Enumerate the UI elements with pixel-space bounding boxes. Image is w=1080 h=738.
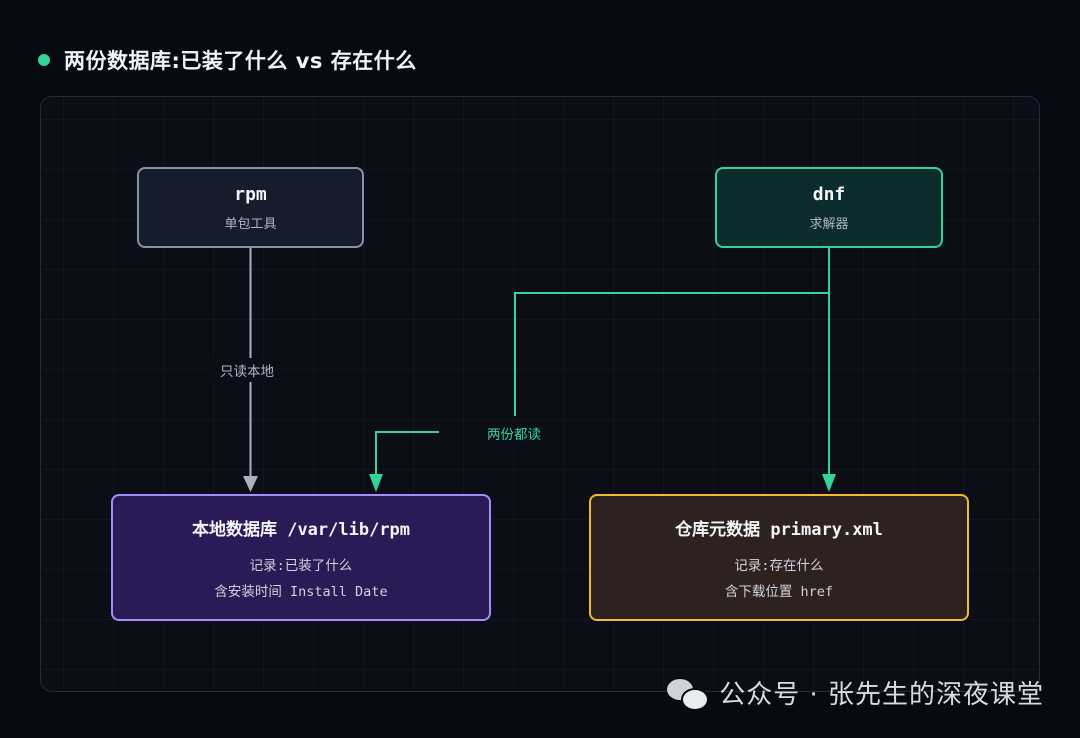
node-dnf-subtitle: 求解器 <box>809 216 849 232</box>
edge-label-dnf-read-both: 两份都读 <box>479 421 549 445</box>
page-title: 两份数据库:已装了什么 vs 存在什么 <box>64 49 417 73</box>
node-rpm-title: rpm <box>234 183 267 205</box>
node-repo-metadata: 仓库元数据 primary.xml 记录:存在什么 含下载位置 href <box>589 494 969 621</box>
node-rpm-subtitle: 单包工具 <box>224 216 277 232</box>
node-dnf-title: dnf <box>812 183 846 205</box>
edge-label-rpm-read-local: 只读本地 <box>212 358 282 382</box>
watermark-text: 公众号 · 张先生的深夜课堂 <box>719 680 1044 710</box>
node-local-database-line2: 含安装时间 Install Date <box>214 584 388 600</box>
page-title-row: 两份数据库:已装了什么 vs 存在什么 <box>38 42 417 78</box>
arrowhead-dnf-to-local-db <box>369 474 383 492</box>
edge-dnf-to-local-db-lower <box>375 431 439 476</box>
node-local-database: 本地数据库 /var/lib/rpm 记录:已装了什么 含安装时间 Instal… <box>111 494 491 621</box>
node-local-database-title: 本地数据库 /var/lib/rpm <box>191 520 411 540</box>
node-repo-metadata-line1: 记录:存在什么 <box>734 558 824 574</box>
wechat-icon <box>667 677 710 711</box>
watermark: 公众号 · 张先生的深夜课堂 <box>667 674 1044 711</box>
arrowhead-dnf-to-repo-meta <box>822 474 836 492</box>
title-bullet-icon <box>38 54 50 66</box>
arrowhead-rpm-to-local-db <box>243 476 258 492</box>
edge-dnf-to-local-db <box>514 292 829 416</box>
node-dnf: dnf 求解器 <box>715 167 943 248</box>
node-repo-metadata-title: 仓库元数据 primary.xml <box>675 520 883 540</box>
node-repo-metadata-line2: 含下载位置 href <box>724 584 834 600</box>
node-local-database-line1: 记录:已装了什么 <box>249 558 353 574</box>
node-rpm: rpm 单包工具 <box>137 167 364 248</box>
